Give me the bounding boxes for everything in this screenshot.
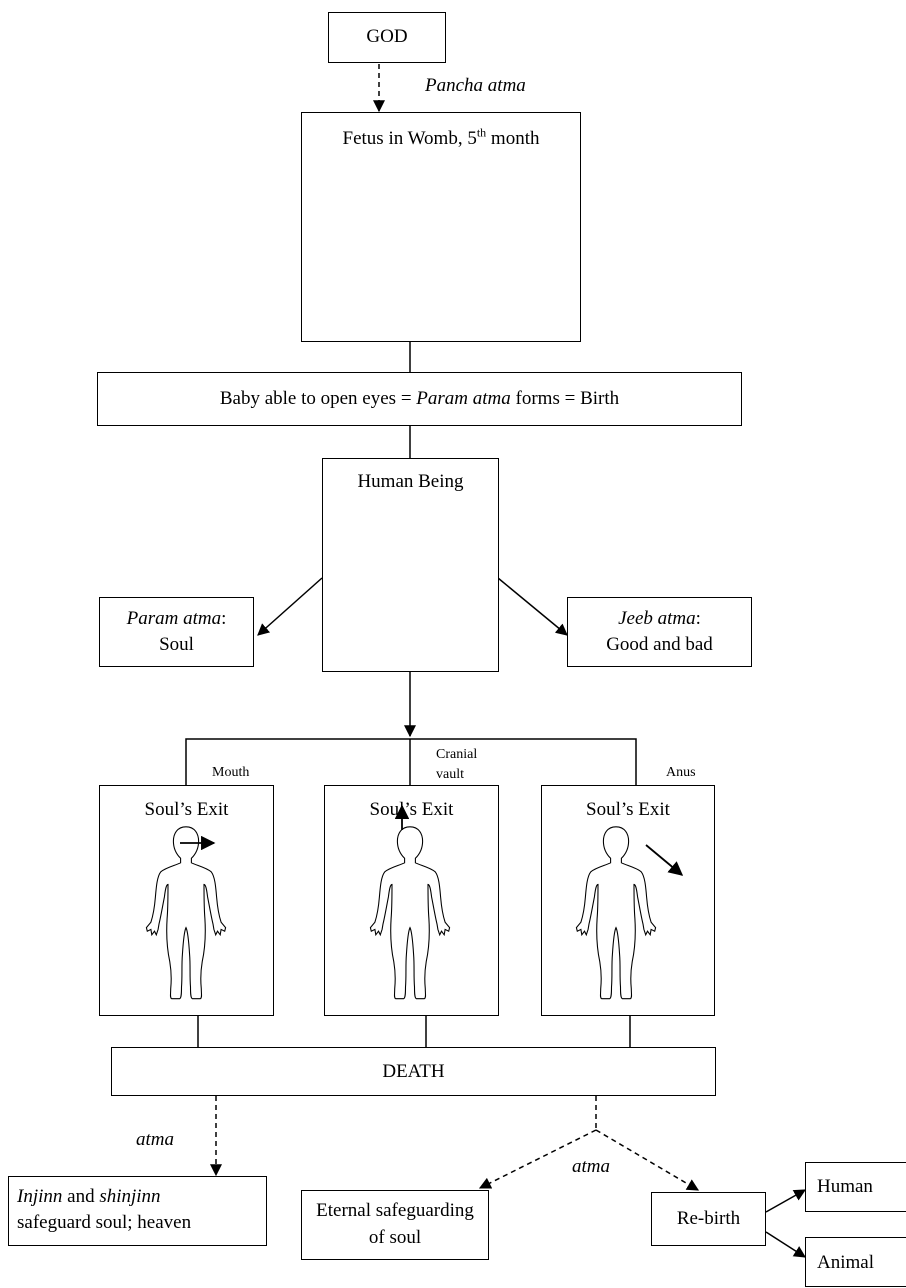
animal-box: Animal xyxy=(805,1237,906,1287)
mouth-exit-title: Soul’s Exit xyxy=(144,799,229,820)
eternal-line2: of soul xyxy=(368,1227,422,1248)
param-atma-colon: : xyxy=(221,608,227,629)
to-rebirth-arrow xyxy=(595,1129,700,1191)
injinn-line1: Injinn and shinjinn xyxy=(17,1185,161,1209)
param-atma-line2: Soul xyxy=(159,634,194,655)
param-atma-line1: Param atma: xyxy=(100,607,253,631)
injinn-italic-2: shinjinn xyxy=(99,1186,161,1207)
jeeb-atma-line2: Good and bad xyxy=(606,634,713,655)
fetus-box: Fetus in Womb, 5th month xyxy=(301,112,581,342)
pancha-atma-text: Pancha atma xyxy=(425,75,526,96)
injinn-mid: and xyxy=(62,1186,100,1207)
pancha-atma-label: Pancha atma xyxy=(425,74,526,98)
injinn-italic-1: Injinn xyxy=(17,1186,63,1207)
injinn-box: Injinn and shinjinn safeguard soul; heav… xyxy=(8,1176,267,1246)
death-box: DEATH xyxy=(111,1047,716,1096)
jeeb-atma-colon: : xyxy=(695,608,701,629)
death-label: DEATH xyxy=(382,1061,445,1082)
birth-post: forms = Birth xyxy=(510,388,620,409)
mouth-exit-box: Soul’s Exit xyxy=(99,785,274,1016)
birth-box: Baby able to open eyes = Param atma form… xyxy=(97,372,742,426)
anus-exit-arrow-icon xyxy=(645,844,684,876)
anus-exit-title: Soul’s Exit xyxy=(586,799,670,820)
param-atma-box: Param atma: Soul xyxy=(99,597,254,667)
god-box: GOD xyxy=(328,12,446,63)
anus-exit-box: Soul’s Exit xyxy=(541,785,715,1016)
anus-label: Anus xyxy=(666,765,696,780)
jeeb-atma-line1: Jeeb atma: xyxy=(568,607,751,631)
eternal-box: Eternal safeguarding of soul xyxy=(301,1190,489,1260)
human-label: Human xyxy=(817,1176,873,1197)
human-to-jeeb-arrow xyxy=(497,577,568,636)
fetus-text: Fetus in Womb, 5 xyxy=(342,128,477,149)
cranial-label-1: Cranial xyxy=(436,747,478,762)
injinn-line2: safeguard soul; heaven xyxy=(17,1212,192,1233)
param-atma-italic: Param atma xyxy=(126,608,222,629)
eternal-line1: Eternal safeguarding xyxy=(316,1200,474,1221)
to-eternal-arrow xyxy=(478,1129,597,1189)
cranial-label-2: vault xyxy=(436,767,464,782)
rebirth-box: Re-birth xyxy=(651,1192,766,1246)
rebirth-to-animal-arrow xyxy=(765,1231,807,1258)
fetus-suffix: month xyxy=(486,128,540,149)
birth-label: Baby able to open eyes = Param atma form… xyxy=(98,387,741,411)
birth-pre: Baby able to open eyes = xyxy=(219,388,417,409)
fetus-sup: th xyxy=(476,125,487,140)
exit-branch-bar xyxy=(185,738,637,785)
human-being-label: Human Being xyxy=(357,471,464,492)
atma-left-label: atma xyxy=(136,1128,174,1152)
atma-left-text: atma xyxy=(136,1129,174,1150)
animal-label: Animal xyxy=(817,1252,874,1273)
birth-param: Param atma xyxy=(416,388,511,409)
human-box: Human xyxy=(805,1162,906,1212)
rebirth-label: Re-birth xyxy=(676,1208,741,1229)
mouth-label: Mouth xyxy=(212,765,250,780)
jeeb-atma-box: Jeeb atma: Good and bad xyxy=(567,597,752,667)
cranial-exit-title: Soul’s Exit xyxy=(369,799,454,820)
god-label: GOD xyxy=(366,26,408,47)
jeeb-atma-italic: Jeeb atma xyxy=(618,608,696,629)
human-being-box: Human Being xyxy=(322,458,499,672)
rebirth-to-human-arrow xyxy=(765,1189,807,1213)
atma-right-text: atma xyxy=(572,1156,610,1177)
human-to-param-arrow xyxy=(257,577,323,636)
cranial-exit-box: Soul’s Exit xyxy=(324,785,499,1016)
fetus-label: Fetus in Womb, 5th month xyxy=(302,127,580,151)
atma-right-label: atma xyxy=(572,1155,610,1179)
